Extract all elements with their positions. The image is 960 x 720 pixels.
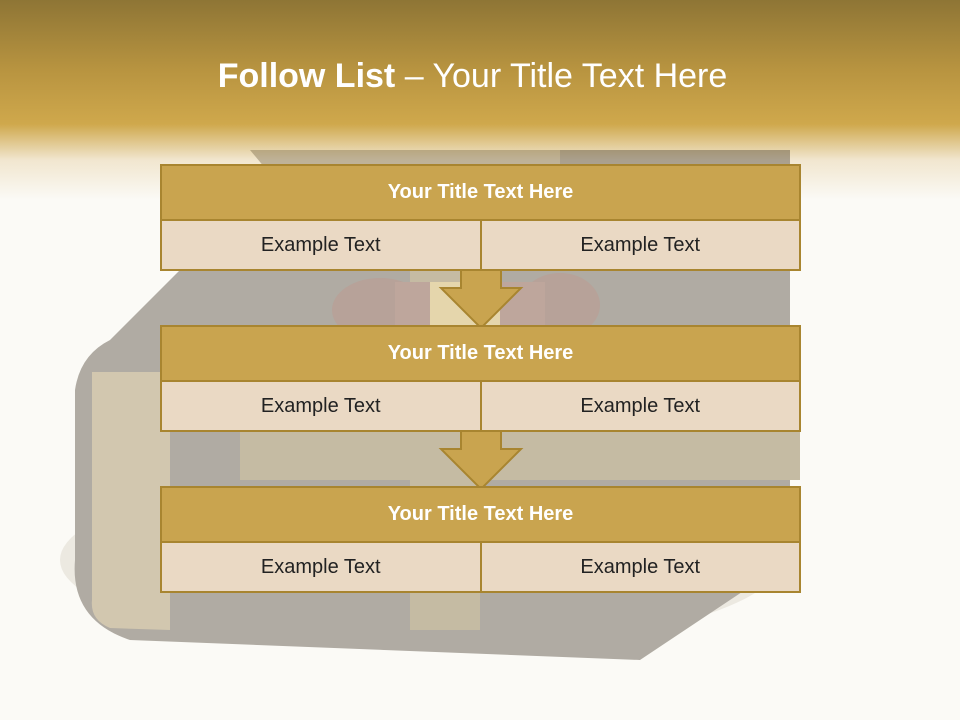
slide-title-rest: – Your Title Text Here — [395, 57, 728, 95]
step-title: Your Title Text Here — [160, 325, 801, 382]
down-arrow-icon — [438, 269, 524, 330]
step-title: Your Title Text Here — [160, 164, 801, 221]
step-box-1: Your Title Text Here Example Text Exampl… — [160, 164, 801, 271]
slide-title-bold: Follow List — [217, 57, 396, 95]
step-cell-left: Example Text — [160, 382, 482, 432]
step-cell-right: Example Text — [481, 543, 801, 593]
down-arrow-icon — [438, 430, 524, 491]
step-cell-right: Example Text — [481, 382, 801, 432]
slide-title: Follow List – Your Title Text Here — [0, 52, 945, 100]
step-box-2: Your Title Text Here Example Text Exampl… — [160, 325, 801, 432]
step-box-3: Your Title Text Here Example Text Exampl… — [160, 486, 801, 593]
step-cell-right: Example Text — [481, 221, 801, 271]
step-row: Example Text Example Text — [160, 543, 801, 593]
step-cell-left: Example Text — [160, 221, 482, 271]
step-title: Your Title Text Here — [160, 486, 801, 543]
step-row: Example Text Example Text — [160, 382, 801, 432]
step-cell-left: Example Text — [160, 543, 482, 593]
step-row: Example Text Example Text — [160, 221, 801, 271]
